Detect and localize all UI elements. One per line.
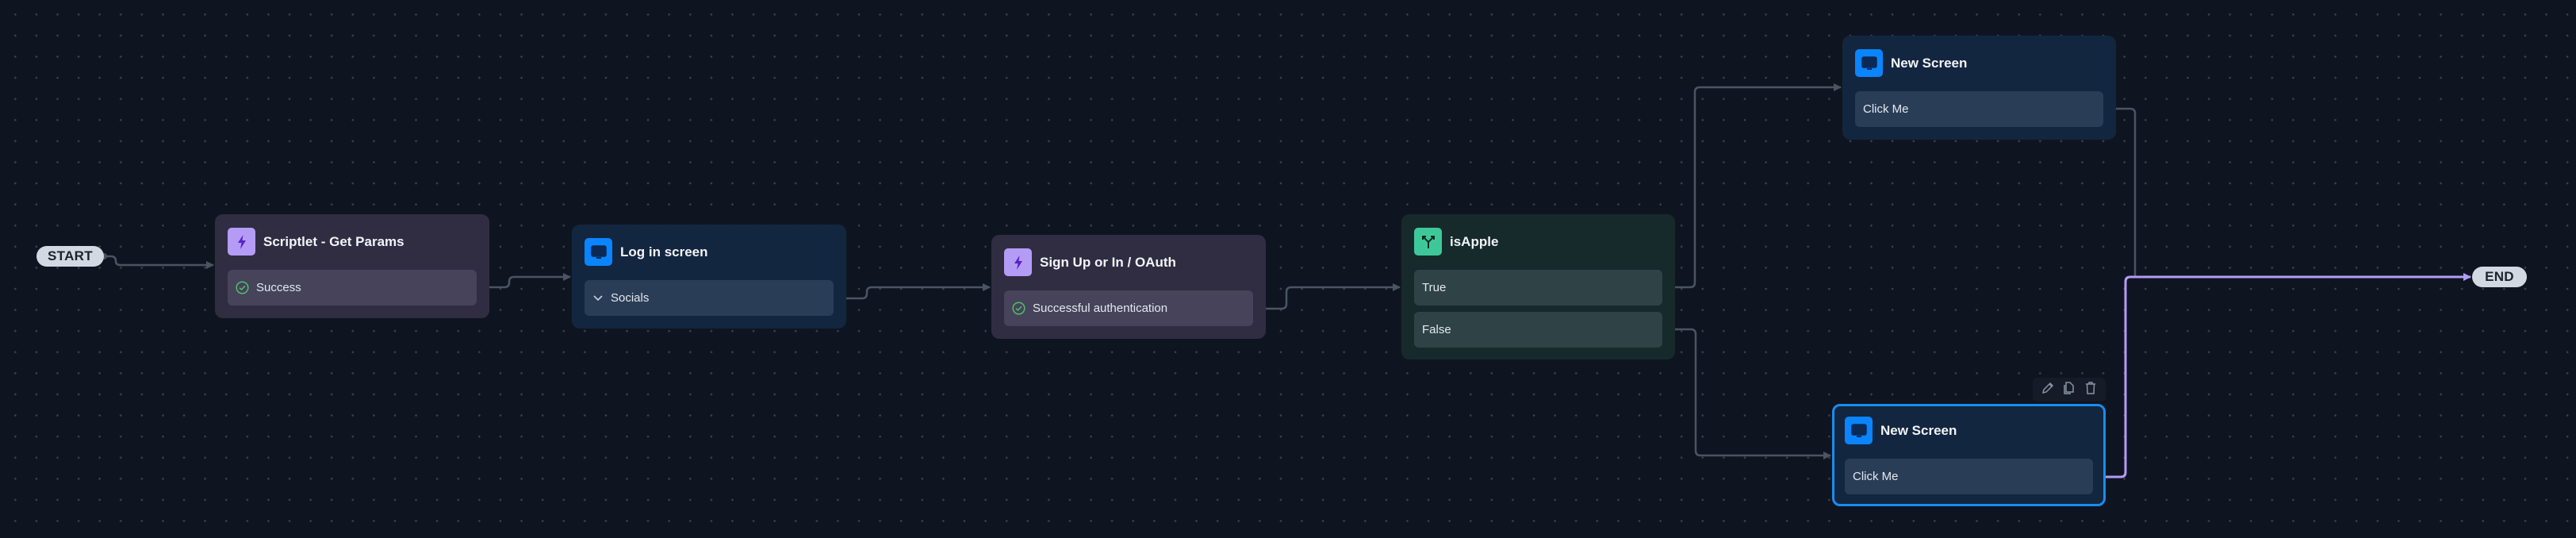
chevron-down-icon[interactable] [592,294,604,302]
output-true[interactable]: True [1414,270,1662,306]
monitor-icon [1855,49,1883,77]
node-title: New Screen [1880,422,1957,438]
node-log-in-screen[interactable]: Log in screen Socials [572,225,846,329]
output-successful-authentication[interactable]: Successful authentication [1004,290,1253,326]
node-header: isApple [1414,228,1498,256]
output-label: False [1422,323,1451,336]
node-title: New Screen [1891,55,1968,71]
output-socials[interactable]: Socials [585,280,834,316]
node-header: Scriptlet - Get Params [228,228,404,256]
output-label: Socials [611,291,650,305]
node-header: New Screen [1845,417,1957,444]
node-scriptlet-get-params[interactable]: Scriptlet - Get Params Success [215,214,489,318]
node-header: Sign Up or In / OAuth [1004,248,1176,276]
edge-login-signup [833,283,991,300]
edge-false-newscreen-bottom [1662,328,1831,459]
branch-icon [1414,228,1442,256]
output-label: True [1422,281,1447,294]
node-title: Log in screen [620,244,708,259]
copy-icon [2062,381,2076,399]
output-false[interactable]: False [1414,312,1662,348]
edit-button[interactable] [2038,380,2057,399]
start-terminal[interactable]: START [36,246,104,267]
edge-signup-isapple [1252,283,1401,310]
node-title: Sign Up or In / OAuth [1040,254,1176,270]
node-title: Scriptlet - Get Params [263,233,404,249]
edge-true-newscreen-top [1662,83,1842,289]
delete-icon [2083,381,2098,399]
output-label: Success [256,281,301,294]
output-click-me[interactable]: Click Me [1845,459,2093,494]
node-new-screen-top[interactable]: New Screen Click Me [1842,36,2116,140]
start-label: START [48,248,93,263]
end-terminal[interactable]: END [2472,267,2527,287]
edge-newscreen-bottom-end [2093,273,2471,478]
node-header: New Screen [1855,49,1967,77]
output-label: Click Me [1853,470,1899,483]
delete-button[interactable] [2081,380,2100,399]
output-label: Click Me [1863,102,1909,116]
node-sign-up-oauth[interactable]: Sign Up or In / OAuth Successful authent… [991,235,1266,339]
edit-icon [2041,381,2055,399]
output-click-me[interactable]: Click Me [1855,91,2103,127]
monitor-icon [1845,417,1873,444]
node-header: Log in screen [585,238,708,266]
node-title: isApple [1450,233,1499,249]
monitor-icon [585,238,612,266]
node-is-apple[interactable]: isApple True False [1401,214,1675,359]
edge-start-scriptlet [104,255,214,269]
output-label: Successful authentication [1033,302,1168,315]
node-toolbar [2033,378,2106,402]
node-new-screen-bottom[interactable]: New Screen Click Me [1832,404,2106,506]
lightning-icon [228,228,255,256]
check-circle-icon [1012,302,1025,315]
end-label: END [2485,269,2514,284]
copy-button[interactable] [2060,380,2079,399]
lightning-icon [1004,248,1032,276]
check-circle-icon [236,281,249,294]
output-success[interactable]: Success [228,270,477,306]
edge-scriptlet-login [476,273,571,289]
